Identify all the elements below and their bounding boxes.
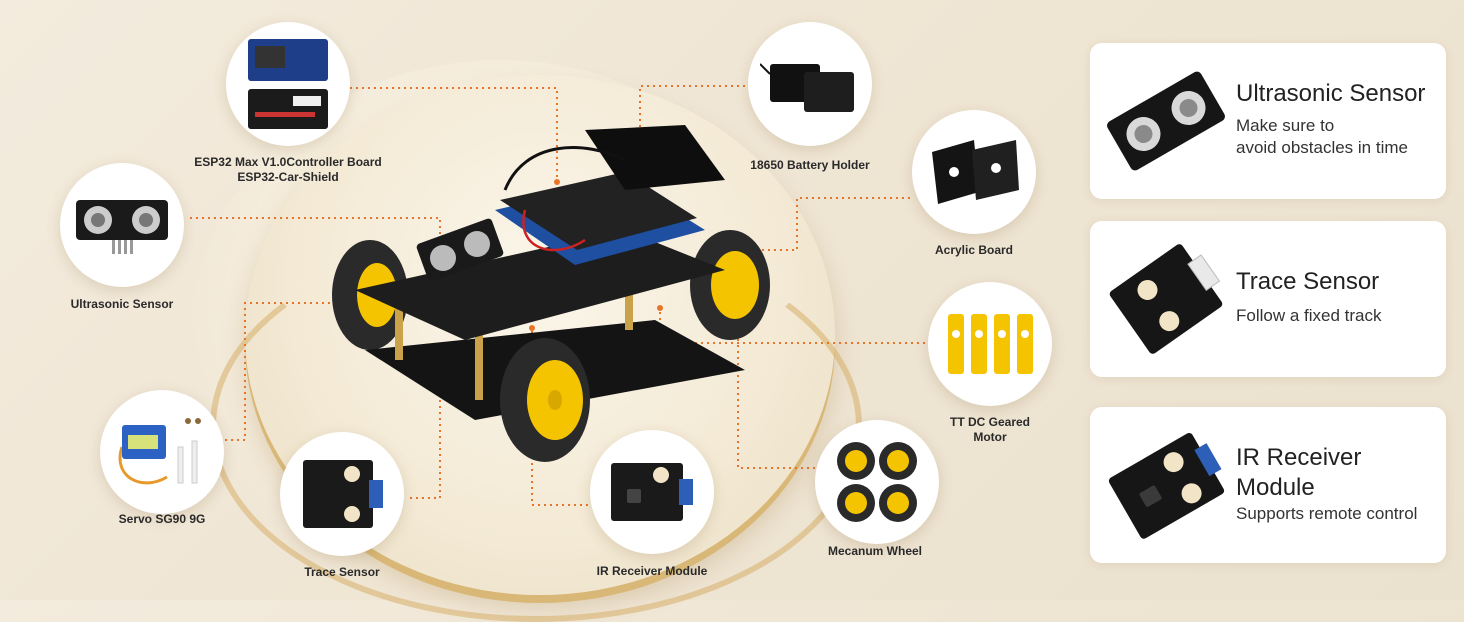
battery-holder-label: 18650 Battery Holder <box>750 158 870 172</box>
mecanum-wheel-label: Mecanum Wheel <box>827 544 923 558</box>
trace-sensor-icon <box>1109 244 1223 354</box>
tt-motor-bubble <box>928 282 1052 406</box>
ultrasonic-sensor-label: Ultrasonic Sensor <box>70 297 174 311</box>
feature-title: Trace Sensor <box>1236 268 1380 295</box>
trace-sensor-bubble <box>280 432 404 556</box>
feature-desc: Follow a fixed track <box>1236 306 1382 325</box>
mecanum-wheel-bubble <box>815 420 939 544</box>
battery-holder-bubble <box>748 22 872 146</box>
product-diagram: ESP32 Max V1.0Controller Board ESP32-Car… <box>60 22 1052 622</box>
tt-motor-label: TT DC Geared Motor <box>949 415 1030 444</box>
line-trace <box>410 360 441 499</box>
ultrasonic-sensor-icon <box>1107 71 1225 171</box>
servo-label: Servo SG90 9G <box>118 512 206 526</box>
controller-board-bubble <box>226 22 350 146</box>
feature-title: Ultrasonic Sensor <box>1236 80 1426 107</box>
trace-sensor-icon <box>303 460 383 528</box>
ultrasonic-sensor-icon <box>76 200 168 254</box>
servo-motor-icon <box>118 418 201 485</box>
ir-receiver-icon <box>611 463 693 521</box>
ir-receiver-label: IR Receiver Module <box>596 564 708 578</box>
acrylic-board-label: Acrylic Board <box>934 243 1014 257</box>
feature-card-ultrasonic: Ultrasonic Sensor Make sure to avoid obs… <box>1090 43 1446 199</box>
geared-motor-icon <box>948 314 1033 374</box>
line-ir <box>531 330 600 506</box>
battery-holder-icon <box>760 63 854 112</box>
circuit-board-icon <box>248 39 328 129</box>
ir-receiver-icon <box>1108 433 1225 539</box>
trace-sensor-label: Trace Sensor <box>304 565 380 579</box>
feature-desc: Supports remote control <box>1236 504 1418 523</box>
line-ultrasonic <box>190 217 441 240</box>
controller-board-label: ESP32 Max V1.0Controller Board ESP32-Car… <box>194 155 382 184</box>
feature-desc: Make sure to avoid obstacles in time <box>1236 116 1408 157</box>
feature-card-ir-receiver: IR Receiver Module Supports remote contr… <box>1090 407 1446 563</box>
ultrasonic-sensor-bubble <box>60 163 184 287</box>
feature-title: IR Receiver Module <box>1236 444 1362 501</box>
line-acrylic <box>710 197 910 251</box>
servo-bubble <box>100 390 224 514</box>
acrylic-board-bubble <box>912 110 1036 234</box>
robot-car-image <box>332 125 770 462</box>
acrylic-board-icon <box>932 140 1019 204</box>
feature-card-trace: Trace Sensor Follow a fixed track <box>1090 221 1446 377</box>
ir-receiver-bubble <box>590 430 714 554</box>
wheel-icon <box>837 442 917 522</box>
